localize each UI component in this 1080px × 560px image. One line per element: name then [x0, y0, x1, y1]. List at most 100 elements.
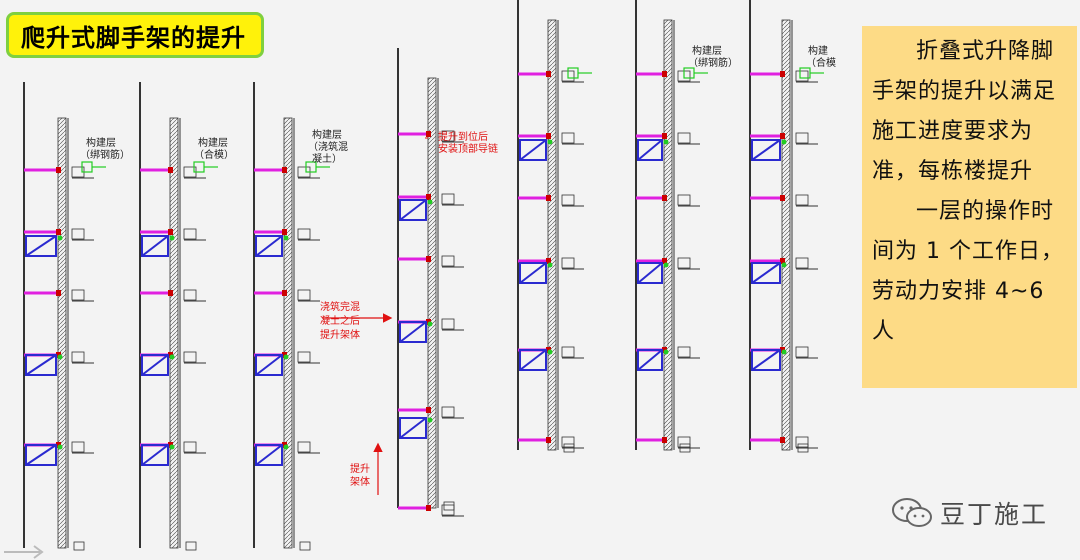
label-col4-mid-a: 浇筑完混: [320, 300, 360, 313]
watermark: 豆丁施工: [890, 495, 1048, 531]
col2-wall: [169, 117, 179, 549]
col6-bracket-3: [677, 257, 691, 269]
col6-slab-node-2: [662, 195, 667, 201]
col2-frame-diag-0: [141, 235, 169, 257]
col7-bracket-2: [795, 194, 809, 206]
label-col7-a: 构建: [808, 44, 828, 57]
col1-frame-pin-0: [57, 235, 63, 241]
col3-frame-2: [255, 444, 283, 466]
col4-bracket-1: [441, 193, 455, 205]
label-col4-mid-c: 提升架体: [320, 329, 360, 341]
col4-bracket-0: [441, 130, 455, 142]
label-col3-a: 构建层: [312, 128, 342, 141]
col4-bottom-bracket: [443, 501, 455, 511]
col5-slab-node-1: [546, 133, 551, 139]
label-col6-b: （绑钢筋）: [688, 56, 738, 69]
nav-arrow-icon: [4, 545, 44, 559]
col7-wall: [781, 19, 791, 451]
col3-slab-node-1: [282, 229, 287, 235]
col7-bracket-0: [795, 70, 809, 82]
col1-bottom-bracket: [73, 541, 85, 551]
col5-bracket-3: [561, 257, 575, 269]
col7-frame-pin-1: [781, 262, 787, 268]
col7-slab-node-1: [780, 133, 785, 139]
col2-frame-diag-2: [141, 444, 169, 466]
col5-bracket-4: [561, 346, 575, 358]
label-col4-top-a: 提升到位后: [438, 130, 488, 143]
col4-frame-diag-1: [399, 321, 427, 343]
col2-bracket-4: [183, 441, 197, 453]
col5-frame-diag-2: [519, 349, 547, 371]
col2-frame-1: [141, 354, 169, 376]
label-col3-b: （浇筑混: [308, 140, 348, 153]
col5-frame-0: [519, 139, 547, 161]
label-col7-b: （合模: [806, 56, 836, 69]
scaffold-diagram: 构建层 （绑钢筋） 构建层 （合模） 构建层 （浇筑混 凝土） 提升到位后 安装…: [23, 0, 836, 551]
col6-slab-node-3: [662, 258, 667, 264]
col5-bottom-bracket: [563, 443, 575, 453]
col3-frame-1: [255, 354, 283, 376]
note-paragraph-2: 一层的操作时间为 1 个工作日，劳动力安排 4~6 人: [872, 199, 1064, 344]
note-box: 折叠式升降脚手架的提升以满足施工进度要求为准，每栋楼提升 一层的操作时间为 1 …: [862, 26, 1077, 388]
col1-frame-pin-2: [57, 444, 63, 450]
col5-slab-node-2: [546, 195, 551, 201]
col1-frame-diag-0: [25, 235, 57, 257]
col2-slab-node-1: [168, 229, 173, 235]
col4-wall: [427, 77, 437, 509]
col4-slab-node-2: [426, 256, 431, 262]
col5-bracket-5: [561, 436, 575, 448]
col6-wall: [663, 19, 673, 451]
signal-box-3: [567, 67, 579, 79]
col6-frame-1: [637, 262, 663, 284]
col1-bracket-1: [71, 228, 85, 240]
col4-bracket-4: [441, 406, 455, 418]
col7-frame-2: [751, 349, 781, 371]
col5-bracket-1: [561, 132, 575, 144]
label-col4-bot-a: 提升: [350, 463, 370, 475]
label-col4-mid-b: 凝土之后: [320, 314, 360, 327]
col4-slab-node-0: [426, 131, 431, 137]
col2-bracket-2: [183, 289, 197, 301]
col7-bracket-4: [795, 346, 809, 358]
wechat-icon: [892, 498, 932, 527]
col3-frame-pin-0: [283, 235, 289, 241]
col2-frame-pin-1: [169, 354, 175, 360]
signal-box-5: [799, 67, 811, 79]
col3-frame-diag-2: [255, 444, 283, 466]
col2-frame-pin-2: [169, 444, 175, 450]
col7-slab-node-2: [780, 195, 785, 201]
col3-bottom-bracket: [299, 541, 311, 551]
col1-slab-node-1: [56, 229, 61, 235]
col7-bracket-3: [795, 257, 809, 269]
col6-bracket-2: [677, 194, 691, 206]
col4-slab-node-1: [426, 194, 431, 200]
col4-frame-1: [399, 321, 427, 343]
col3-wall: [283, 117, 293, 549]
col3-frame-diag-0: [255, 235, 283, 257]
col3-frame-pin-2: [283, 444, 289, 450]
col5-frame-diag-1: [519, 262, 547, 284]
label-col1-b: （绑钢筋）: [80, 148, 130, 161]
label-col1-a: 构建层: [86, 136, 116, 149]
col1-frame-0: [25, 235, 57, 257]
col6-frame-diag-1: [637, 262, 663, 284]
col7-frame-diag-2: [751, 349, 781, 371]
col5-wall: [547, 19, 557, 451]
col2-frame-0: [141, 235, 169, 257]
col5-frame-pin-0: [547, 139, 553, 145]
col7-bracket-1: [795, 132, 809, 144]
col3-frame-diag-1: [255, 354, 283, 376]
col1-slab-node-2: [56, 290, 61, 296]
col1-frame-diag-1: [25, 354, 57, 376]
label-col4-top-b: 安装顶部导链: [438, 142, 498, 155]
col4-slab-node-4: [426, 407, 431, 413]
col2-slab-node-0: [168, 167, 173, 173]
col6-frame-pin-1: [663, 262, 669, 268]
col5-frame-pin-1: [547, 262, 553, 268]
col6-slab-node-0: [662, 71, 667, 77]
col2-frame-2: [141, 444, 169, 466]
col4-bracket-2: [441, 255, 455, 267]
col5-slab-node-3: [546, 258, 551, 264]
col4-slab-node-5: [426, 505, 431, 511]
label-col3-c: 凝土）: [312, 152, 342, 165]
